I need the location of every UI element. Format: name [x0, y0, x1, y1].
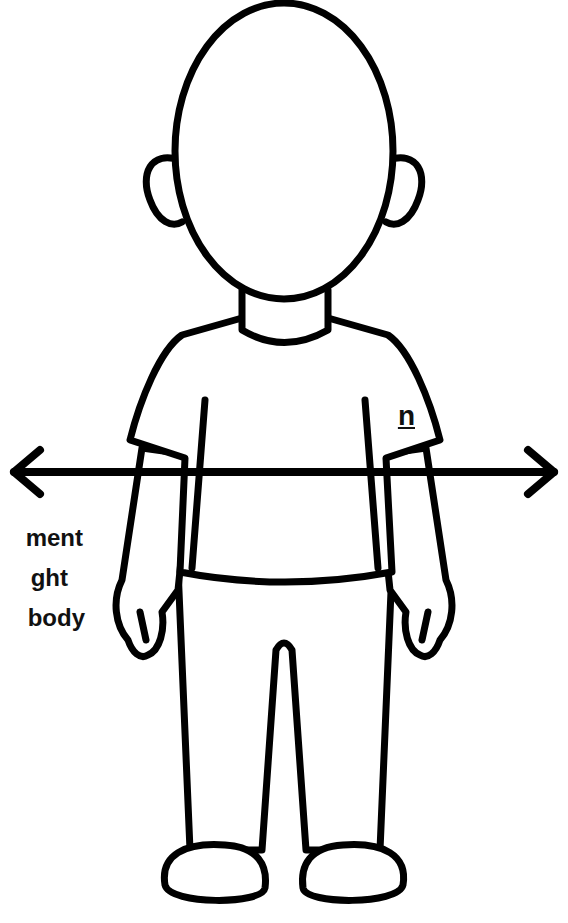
pants	[178, 568, 392, 850]
plane-label: ment	[26, 524, 83, 552]
shirt	[130, 318, 440, 582]
plane-label: body	[28, 604, 85, 632]
finger-lines	[140, 612, 428, 640]
right-foot	[302, 845, 403, 901]
plane-label: n	[398, 400, 415, 432]
head	[175, 3, 393, 299]
double-arrow	[14, 450, 554, 494]
shirt-side-lines	[192, 400, 378, 568]
plane-label: ght	[31, 564, 68, 592]
left-foot	[164, 845, 265, 901]
